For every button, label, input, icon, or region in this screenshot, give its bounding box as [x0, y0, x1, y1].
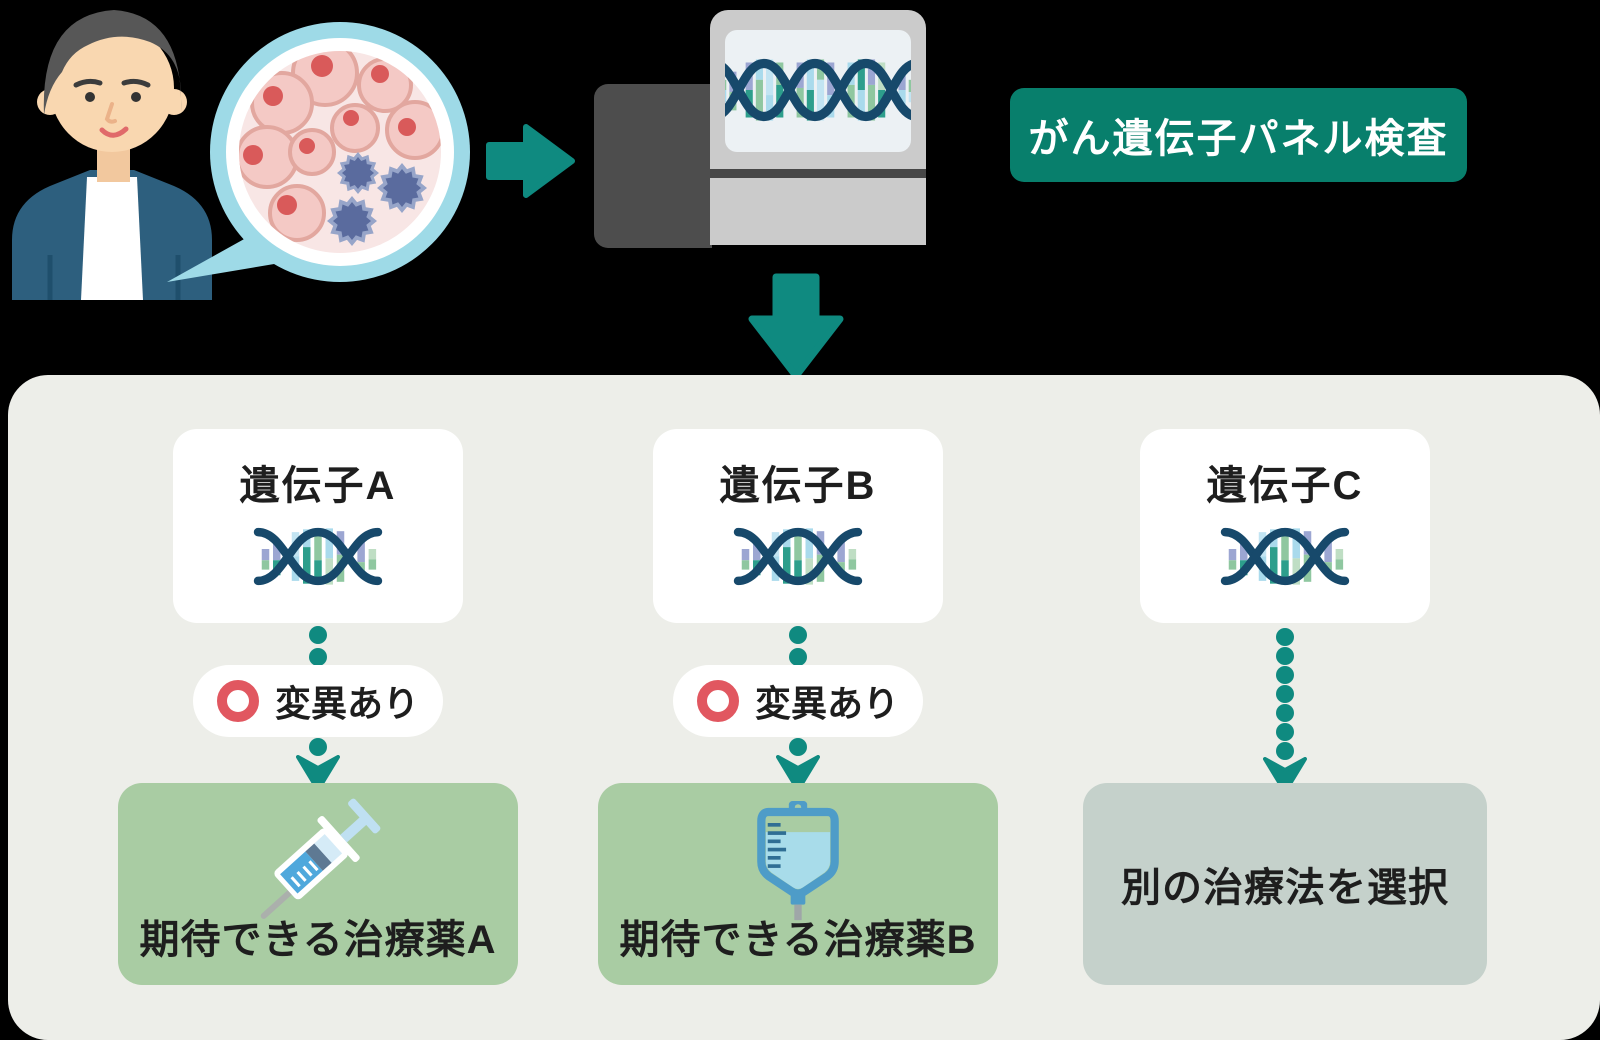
syringe-icon [260, 798, 381, 919]
gene-card-a: 遺伝子A [173, 429, 463, 623]
dna-icon [725, 46, 911, 134]
alternative-box-c: 別の治療法を選択 [1083, 783, 1487, 985]
dotted-connector [1276, 742, 1294, 760]
mutation-badge-label: 変異あり [754, 683, 899, 724]
mutation-ring-icon [696, 680, 739, 722]
dotted-connector [309, 626, 327, 644]
dna-icon [252, 519, 384, 594]
dotted-connector [1276, 704, 1294, 722]
dotted-connector [309, 738, 327, 756]
dotted-connector [309, 648, 327, 666]
down-arrow-icon [748, 273, 844, 380]
sequencer-tray-slot [710, 169, 926, 178]
treatment-box-a: 期待できる治療薬A [118, 783, 518, 985]
dna-icon [1219, 519, 1351, 594]
dotted-connector [1276, 666, 1294, 684]
treatment-box-b: 期待できる治療薬B [598, 783, 998, 985]
dna-icon [732, 519, 864, 594]
mutation-badge-label: 変異あり [274, 683, 419, 724]
iv-drip-icon [757, 801, 839, 921]
panel-test-label: がん遺伝子パネル検査 [1010, 88, 1467, 182]
sequencer-back-unit [594, 84, 712, 248]
sequencer-screen [725, 30, 911, 152]
mutation-badge-b: 変異あり [673, 665, 923, 737]
dotted-connector [1276, 628, 1294, 646]
patient-icon [12, 10, 212, 300]
treatment-box-label: 期待できる治療薬B [619, 918, 977, 962]
patient-and-cells-illustration [12, 10, 470, 300]
gene-card-b: 遺伝子B [653, 429, 943, 623]
alternative-box-label: 別の治療法を選択 [1121, 866, 1449, 910]
dotted-connector [789, 738, 807, 756]
gene-card-c: 遺伝子C [1140, 429, 1430, 623]
gene-card-title: 遺伝子C [1206, 464, 1364, 508]
treatment-box-label: 期待できる治療薬A [139, 918, 497, 962]
gene-card-title: 遺伝子B [719, 464, 877, 508]
gene-sequencer-icon [710, 10, 926, 245]
dotted-connector [1276, 685, 1294, 703]
gene-card-title: 遺伝子A [239, 464, 397, 508]
panel-test-label-text: がん遺伝子パネル検査 [1028, 117, 1449, 161]
mutation-ring-icon [216, 680, 259, 722]
dotted-connector [789, 626, 807, 644]
dotted-connector [789, 648, 807, 666]
dotted-connector [1276, 723, 1294, 741]
right-arrow-icon [486, 124, 575, 198]
mutation-badge-a: 変異あり [193, 665, 443, 737]
cancer-cells-icon [167, 22, 470, 282]
dotted-connector [1276, 647, 1294, 665]
